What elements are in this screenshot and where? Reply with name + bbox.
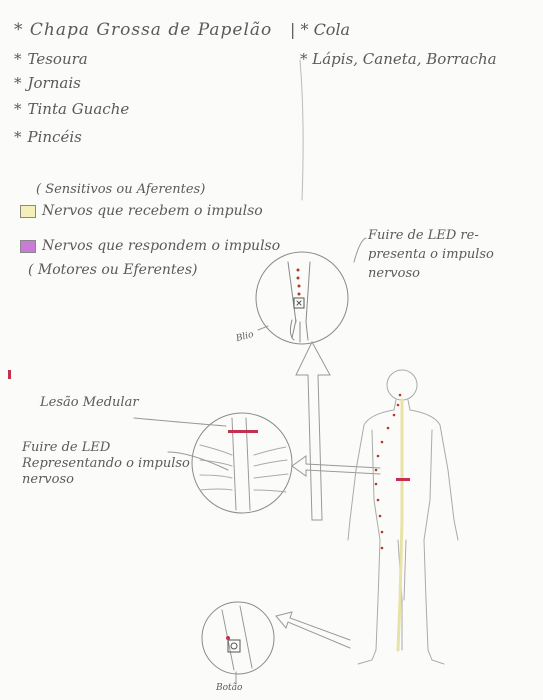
led-top-pointer (354, 238, 366, 262)
bottom-led-dot (226, 636, 230, 640)
arrow-left-icon (292, 456, 380, 476)
lesao-pointer (134, 418, 226, 426)
arrow-down-left-icon (276, 612, 350, 648)
led-dots (297, 269, 402, 550)
spine-circle (192, 413, 292, 513)
button-circle (202, 602, 274, 674)
annotation-botao: Botão (216, 683, 242, 693)
annotation-lesao: Lesão Medular (40, 395, 139, 410)
lesion-mark-body (396, 478, 410, 481)
lesion-mark (228, 430, 258, 433)
annotation-led-mid: Fuire de LED Representando o impulso ner… (22, 440, 192, 488)
hand-fingers (290, 320, 308, 342)
divider-line (300, 60, 303, 200)
red-stroke (8, 370, 11, 379)
annotation-led-top: Fuire de LED re- presenta o impulso nerv… (368, 226, 538, 283)
arrow-up-icon (296, 342, 330, 520)
